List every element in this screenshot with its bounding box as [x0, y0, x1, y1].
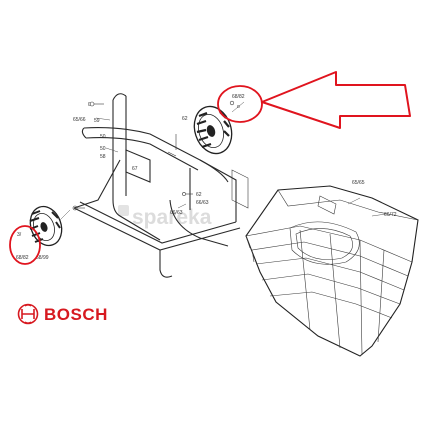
arrow-left-icon [261, 71, 411, 129]
grass-box [245, 185, 419, 357]
part-label: 67 [132, 166, 138, 172]
part-label: 66/72 [384, 212, 397, 218]
part-label: 50 [100, 134, 106, 140]
part-label: 65/66 [73, 117, 86, 123]
part-label: 59 [94, 118, 100, 124]
part-label: 62 [182, 116, 188, 122]
callout-wheel-left: 3/ 68/82 68/99 [9, 225, 49, 265]
part-label: 50 [100, 146, 106, 152]
watermark: spareka [118, 205, 212, 229]
highlight-circle [217, 85, 263, 123]
callout-label: 68/99 [36, 255, 49, 261]
highlight-circle [9, 225, 41, 265]
bosch-logo: BOSCH [17, 303, 108, 325]
part-labels: 65/66 50 58 59 62 66/63 65/65 66/72 66/6… [73, 102, 397, 218]
part-label: 58 [100, 154, 106, 160]
part-label: 66/63 [170, 210, 183, 216]
watermark-logo-icon [118, 205, 129, 216]
callout-label: 68/82 [232, 94, 245, 100]
part-label: 0 [88, 102, 91, 108]
leader-lines [59, 101, 387, 221]
part-label: 65/65 [352, 180, 365, 186]
part-label: 62 [196, 192, 202, 198]
callout-label: 3/ [17, 232, 22, 238]
wheel-right [193, 105, 233, 155]
cart-frame [73, 93, 249, 278]
part-label: 66/63 [196, 200, 209, 206]
wheel-left [29, 205, 63, 247]
bosch-armature-icon [17, 303, 39, 325]
brand-name: BOSCH [44, 305, 108, 324]
fasteners [72, 100, 235, 211]
callout-wheel-right: 68/82 o [217, 85, 263, 123]
callout-label: 68/82 [16, 255, 29, 261]
watermark-text: spareka [132, 206, 212, 229]
svg-text:o: o [237, 104, 240, 110]
